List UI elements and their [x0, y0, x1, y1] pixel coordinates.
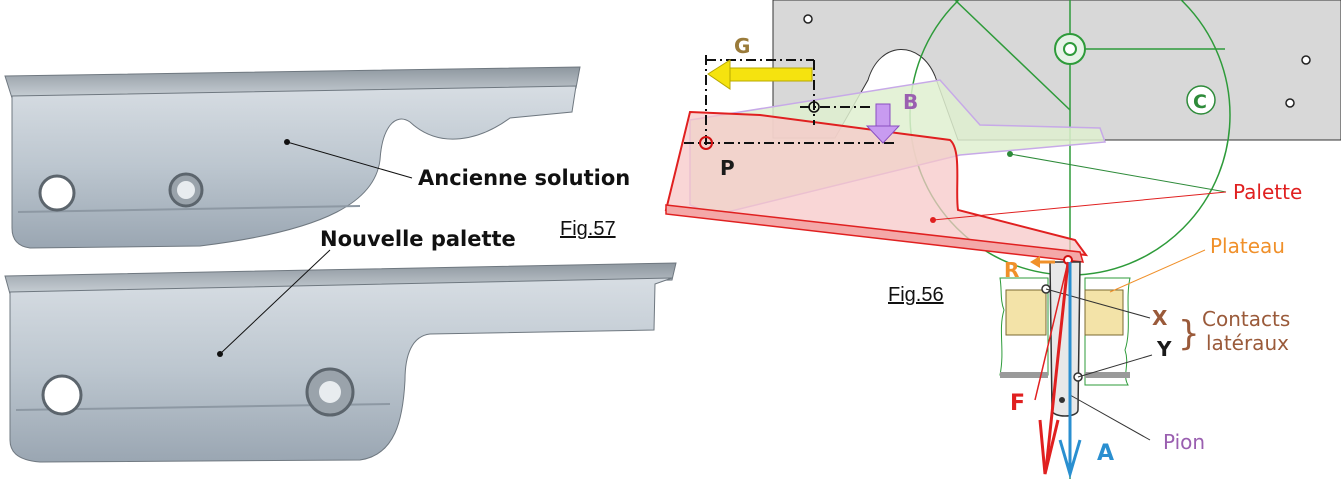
plateau-guide	[954, 0, 1071, 111]
plateau-leader	[1109, 249, 1206, 293]
figure-label-57: Fig.57	[560, 218, 616, 240]
plateau-block	[999, 277, 1131, 386]
A-arrow	[1058, 262, 1082, 479]
pion-leader	[1069, 394, 1151, 441]
palette-leader-dot	[930, 217, 936, 223]
label-G: G	[734, 34, 750, 58]
new-palette-photo	[4, 262, 677, 463]
plateau-pivot-hole	[1063, 42, 1077, 56]
label-R: R	[1004, 258, 1019, 282]
P-center-marker	[699, 136, 713, 150]
pion-leader-dot	[1059, 397, 1065, 403]
label-contacts-line1: Contacts	[1202, 307, 1290, 331]
label-P: P	[720, 156, 735, 180]
frame-hole	[1285, 98, 1295, 108]
contacts-brace: }	[1178, 314, 1200, 354]
label-C: C	[1193, 91, 1207, 113]
B-arrow	[865, 103, 901, 144]
Y-leader	[1077, 354, 1153, 378]
label-F: F	[1010, 391, 1025, 416]
frame-hole	[1301, 55, 1311, 65]
label-ancienne-solution: Ancienne solution	[418, 166, 630, 190]
palette-leader-red	[932, 191, 1227, 221]
label-contacts-line2: latéraux	[1206, 331, 1289, 355]
G-center-marker	[808, 101, 820, 113]
palette-edge	[665, 204, 1085, 263]
G-arrow	[707, 59, 813, 90]
old-palette-pointer-line	[286, 141, 413, 179]
label-Y: Y	[1156, 337, 1172, 361]
label-A: A	[1097, 441, 1114, 466]
R-arrow-head	[1030, 256, 1040, 268]
label-pion: Pion	[1163, 430, 1205, 454]
label-nouvelle-palette: Nouvelle palette	[320, 227, 516, 251]
C-badge	[1186, 85, 1216, 115]
new-palette-pointer-line	[219, 249, 331, 355]
label-plateau: Plateau	[1210, 234, 1285, 258]
label-B: B	[903, 90, 918, 114]
F-arrow	[1034, 261, 1070, 475]
label-X: X	[1152, 306, 1168, 330]
palette-leader-green	[1009, 153, 1227, 193]
old-palette-photo	[4, 66, 581, 249]
label-palette: Palette	[1233, 180, 1302, 204]
frame-hole	[803, 14, 813, 24]
construction-lines	[684, 55, 895, 145]
palette-leader-dot	[1007, 151, 1013, 157]
figure-label-56: Fig.56	[888, 284, 944, 306]
